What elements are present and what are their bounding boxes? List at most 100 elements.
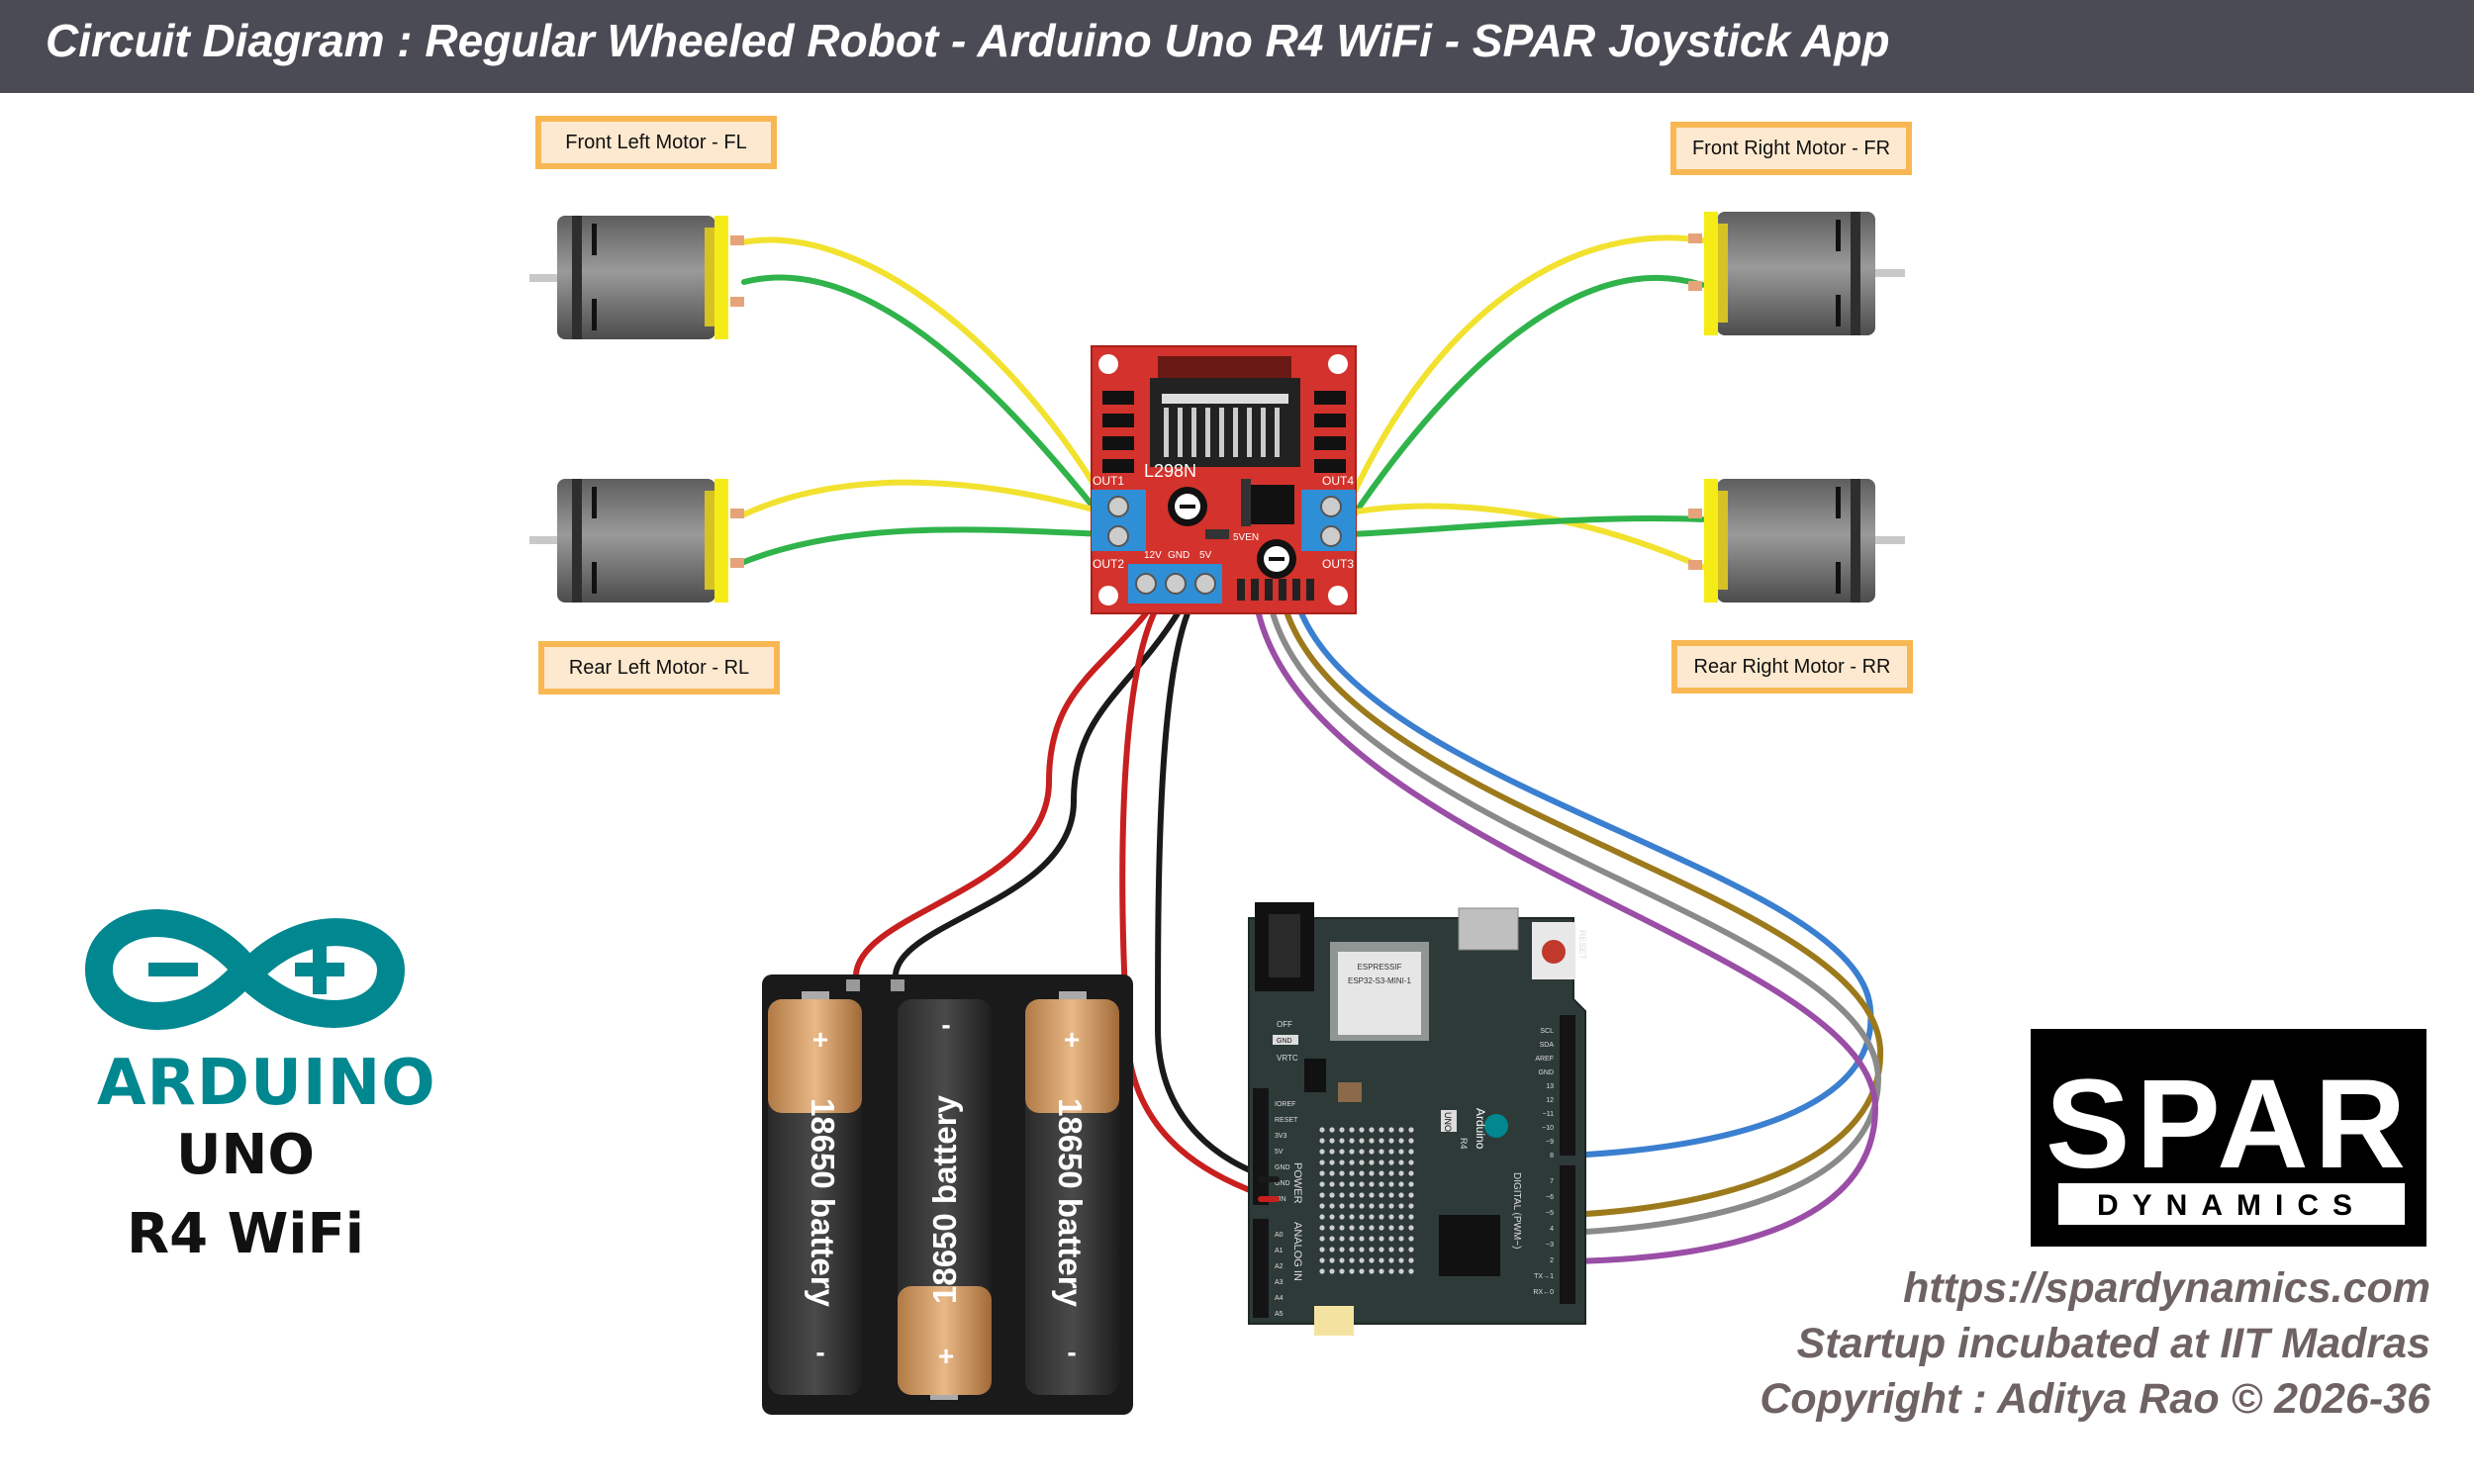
driver-gnd-label: GND [1168,550,1189,561]
wire-rr-yellow [1348,503,1705,570]
board-vrtc-label: VRTC [1277,1054,1298,1063]
spar-logo: SPAR DYNAMICS [2031,1029,2426,1247]
wire-rr-green [1348,515,1705,537]
board-off-label: OFF [1277,1020,1292,1029]
wire-battery-negative [893,610,1181,977]
arduino-board: RESET ESPRESSIF ESP32-S3-MINI-1 OFF GND … [1248,902,1587,1336]
label-rear-right-motor: Rear Right Motor - RR [1671,640,1913,694]
battery-2-minus: - [941,1009,950,1040]
l298n-driver: L298N 5VEN OUT1 OUT2 OUT4 OUT3 [1091,345,1357,614]
board-analog-pin-label-4: A4 [1275,1295,1284,1302]
motor-rear-left [529,479,744,603]
board-analog-pin-label-2: A2 [1275,1263,1284,1270]
wire-fr-green [1348,274,1705,522]
spar-name: SPAR [2046,1054,2412,1195]
arduino-brand-text: ARDUINO [97,1047,436,1120]
label-front-left-motor: Front Left Motor - FL [535,116,777,169]
board-name: Arduino [1474,1108,1487,1150]
driver-out2-label: OUT2 [1093,557,1124,571]
battery-1-minus: - [815,1337,824,1367]
board-right-pin-label-top-7: ~10 [1542,1125,1554,1132]
driver-out3-label: OUT3 [1322,557,1354,571]
battery-1-label: 18650 battery [805,1098,841,1308]
board-left-pin-label-5: GND [1275,1180,1290,1187]
driver-out4-label: OUT4 [1322,474,1354,488]
board-right-pin-label-bottom-2: ~5 [1546,1210,1554,1217]
board-digital-label: DIGITAL (PWM~) [1511,1172,1522,1250]
board-right-pin-label-bottom-3: 4 [1550,1226,1554,1233]
footer-url[interactable]: https://spardynamics.com [1903,1264,2430,1312]
wire-pin-3 [1254,603,1879,1264]
battery-cell-3: + - 18650 battery [1025,991,1119,1395]
board-right-pin-label-top-9: 8 [1550,1153,1554,1159]
board-reset-label: RESET [1577,930,1587,961]
signal-wires [1254,603,1884,1264]
board-analog-pin-label-0: A0 [1275,1232,1284,1239]
footer-tagline: Startup incubated at IIT Madras [1796,1320,2430,1367]
wire-battery-positive [853,610,1149,977]
motor-rear-right [1688,479,1905,603]
board-left-pin-label-6: VIN [1275,1196,1286,1203]
label-front-right-motor: Front Right Motor - FR [1670,122,1912,175]
motor-wires [739,234,1705,570]
wire-pin-9 [1295,603,1874,1159]
driver-5v-label: 5V [1199,550,1212,561]
board-uno: UNO [1443,1112,1453,1132]
board-left-pin-label-4: GND [1275,1164,1290,1171]
label-rear-left-motor: Rear Left Motor - RL [538,641,780,695]
board-right-pin-label-bottom-4: ~3 [1546,1242,1554,1249]
arduino-logo-icon [85,909,405,1030]
wire-rl-yellow [741,479,1106,517]
battery-3-label: 18650 battery [1052,1098,1089,1308]
wire-fl-yellow [739,236,1106,503]
board-left-pin-label-1: RESET [1275,1117,1298,1124]
board-analog-pin-label-1: A1 [1275,1248,1284,1254]
led-matrix [1319,1127,1414,1274]
battery-cell-1: + - 18650 battery [768,991,862,1395]
board-right-pin-label-top-4: 13 [1546,1083,1554,1090]
board-right-pin-label-bottom-6: TX→1 [1534,1273,1554,1280]
board-analog-pin-label-3: A3 [1275,1279,1284,1286]
arduino-r4wifi-text: R4 WiFi [127,1202,364,1266]
board-left-pin-label-3: 5V [1275,1149,1284,1156]
board-right-pin-label-bottom-0: 7 [1550,1178,1554,1185]
wire-rl-green [741,526,1106,565]
wire-pin-6 [1282,603,1884,1218]
board-right-pin-label-top-0: SCL [1540,1028,1554,1035]
board-right-pin-label-top-3: GND [1538,1069,1554,1076]
spar-sub: DYNAMICS [2097,1189,2366,1222]
board-analog-label: ANALOG IN [1291,1222,1303,1281]
board-left-pin-label-0: IOREF [1275,1101,1295,1108]
board-right-pin-label-top-5: 12 [1546,1097,1554,1104]
motor-front-right [1688,212,1905,335]
board-left-pin-label-2: 3V3 [1275,1133,1287,1140]
battery-3-plus: + [1064,1024,1080,1055]
board-module-brand: ESPRESSIF [1358,963,1402,972]
title-bar: Circuit Diagram : Regular Wheeled Robot … [0,0,2474,93]
arduino-uno-text: UNO [176,1123,315,1187]
wire-fl-green [741,274,1106,522]
board-right-pin-label-bottom-7: RX←0 [1533,1289,1554,1296]
board-power-label: POWER [1291,1162,1303,1204]
board-gnd-small: GND [1277,1038,1292,1045]
battery-cell-2: - + 18650 battery [898,999,992,1400]
driver-12v-label: 12V [1144,550,1162,561]
wire-pin-5 [1268,603,1882,1236]
battery-3-minus: - [1067,1337,1076,1367]
battery-2-label: 18650 battery [926,1094,963,1304]
page-title: Circuit Diagram : Regular Wheeled Robot … [46,15,1890,66]
board-analog-pin-label-5: A5 [1275,1311,1284,1318]
board-right-pin-label-top-2: AREF [1535,1056,1554,1063]
board-right-pin-label-bottom-1: ~6 [1546,1194,1554,1201]
board-right-pin-label-top-6: ~11 [1543,1111,1554,1118]
battery-1-plus: + [812,1024,828,1055]
board-right-pin-label-top-1: SDA [1540,1042,1555,1049]
battery-2-plus: + [938,1341,954,1371]
footer-copyright: Copyright : Aditya Rao © 2026-36 [1760,1375,2430,1423]
board-module-id: ESP32-S3-MINI-1 [1348,976,1412,985]
driver-out1-label: OUT1 [1093,474,1124,488]
driver-chip-label: L298N [1144,461,1196,481]
board-r4: R4 [1459,1138,1469,1150]
wire-fr-yellow [1348,234,1705,503]
